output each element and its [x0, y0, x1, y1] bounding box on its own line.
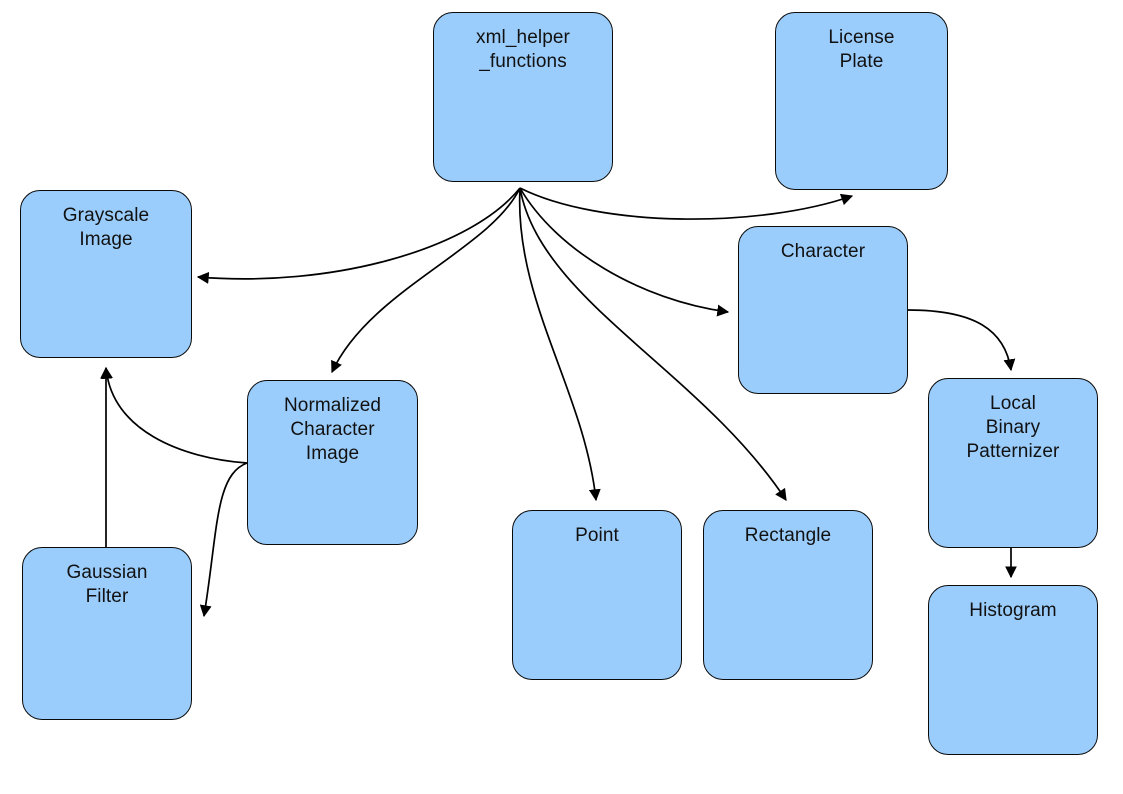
node-xml-helper-functions[interactable]: xml_helper _functions — [433, 12, 613, 182]
node-label: Local Binary Patternizer — [966, 393, 1060, 462]
node-label: Gaussian Filter — [66, 562, 148, 607]
node-label: Histogram — [969, 600, 1057, 621]
edge-character-to-local-binary-patternizer — [907, 309, 1016, 372]
node-grayscale-image[interactable]: Grayscale Image — [20, 190, 192, 358]
node-label: xml_helper _functions — [476, 27, 570, 72]
edge-normalized-character-image-to-grayscale — [101, 366, 248, 464]
node-local-binary-patternizer[interactable]: Local Binary Patternizer — [928, 378, 1098, 548]
node-label: Rectangle — [744, 525, 832, 546]
edge-xmlhelper-to-character — [519, 187, 730, 317]
edge-xmlhelper-to-point — [518, 187, 601, 502]
node-normalized-character-image[interactable]: Normalized Character Image — [247, 380, 418, 545]
node-label: Point — [575, 525, 619, 546]
node-license-plate[interactable]: License Plate — [775, 12, 948, 190]
edge-xmlhelper-to-license-plate — [519, 187, 854, 220]
edge-xmlhelper-to-normalized-character-image — [331, 187, 521, 374]
node-label: License Plate — [828, 27, 895, 72]
node-label: Normalized Character Image — [283, 395, 382, 464]
node-character[interactable]: Character — [738, 226, 908, 394]
node-rectangle[interactable]: Rectangle — [703, 510, 873, 680]
edge-normalized-character-image-to-gaussian-filter — [199, 462, 248, 618]
node-label: Grayscale Image — [62, 205, 150, 250]
node-point[interactable]: Point — [512, 510, 682, 680]
edge-xmlhelper-to-grayscale — [196, 187, 521, 284]
node-label: Character — [780, 241, 866, 262]
node-histogram[interactable]: Histogram — [928, 585, 1098, 755]
node-gaussian-filter[interactable]: Gaussian Filter — [22, 547, 192, 720]
